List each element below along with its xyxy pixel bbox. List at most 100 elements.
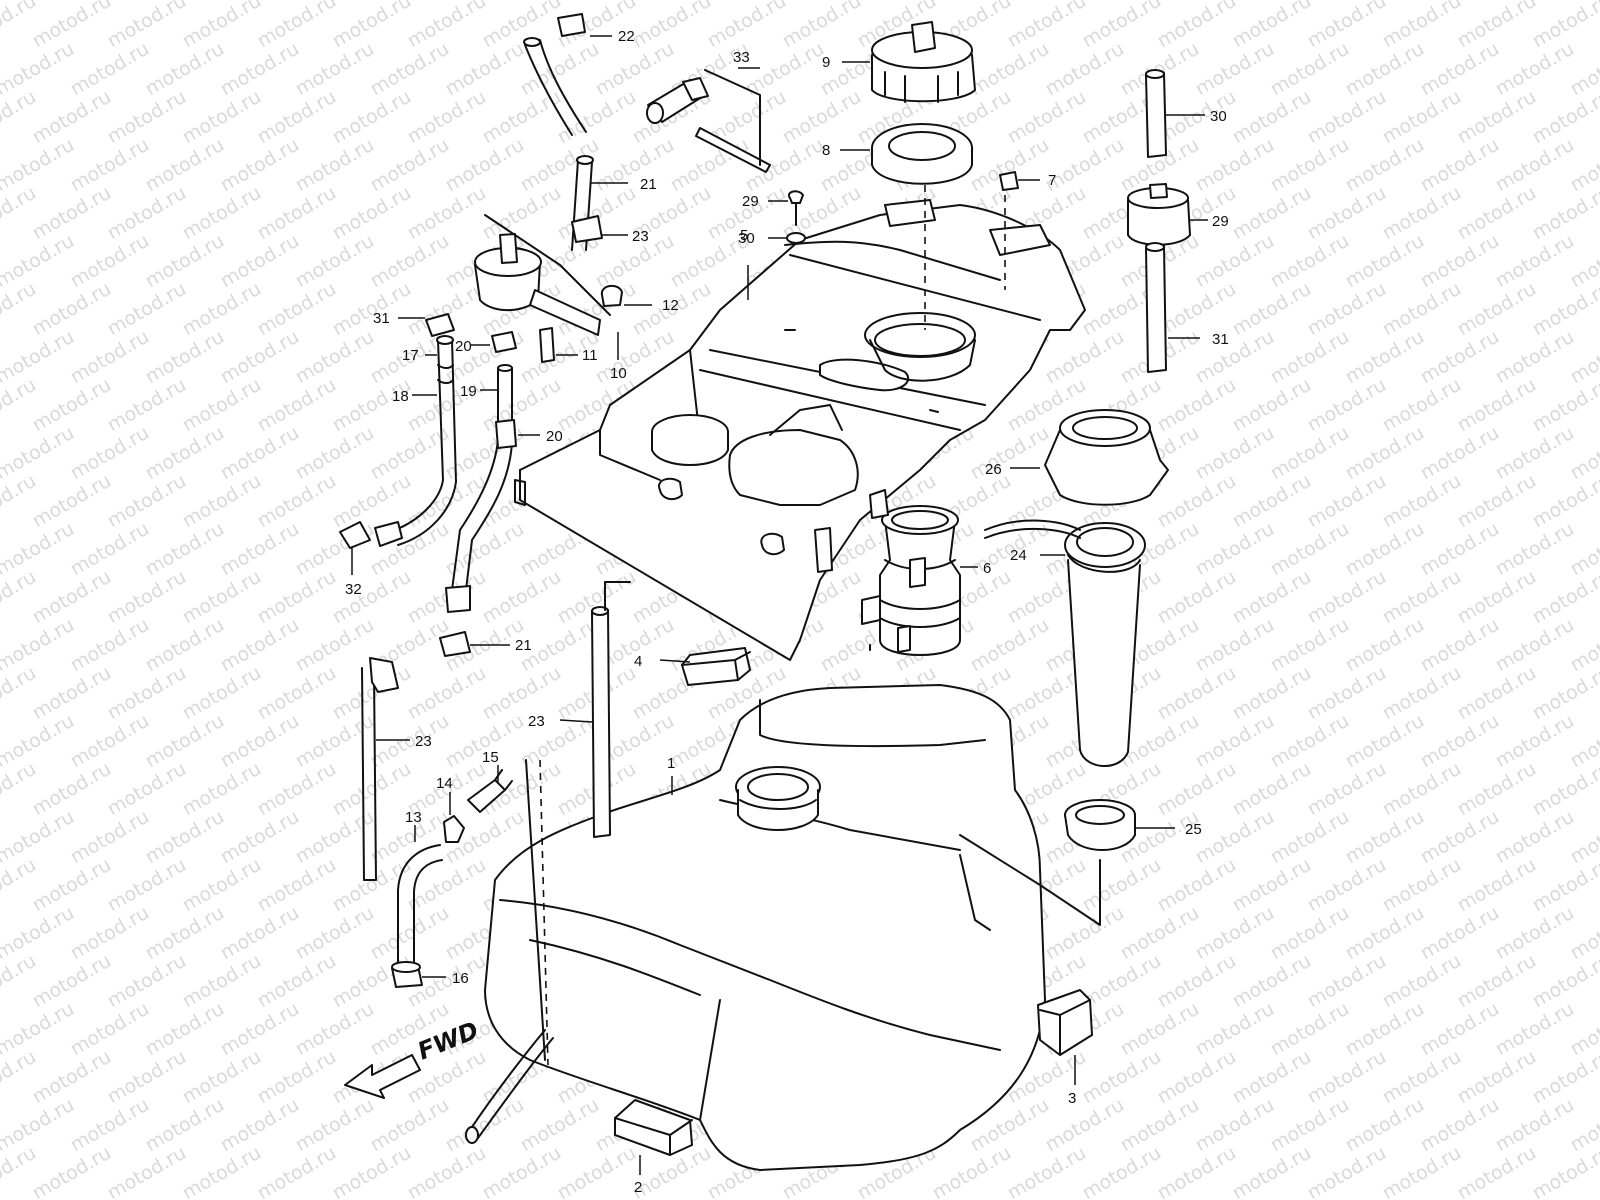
- watermark-text: motod.ru: [104, 1142, 190, 1200]
- watermark-text: motod.ru: [1304, 182, 1390, 245]
- watermark-text: motod.ru: [104, 278, 190, 341]
- watermark-text: motod.ru: [1379, 1142, 1465, 1200]
- watermark-text: motod.ru: [104, 662, 190, 725]
- callout-30-right: 30: [1210, 108, 1227, 125]
- watermark-text: motod.ru: [1417, 38, 1503, 101]
- watermark-text: motod.ru: [1154, 374, 1240, 437]
- hose-19-group: [439, 331, 517, 657]
- watermark-text: motod.ru: [104, 86, 190, 149]
- watermark-text: motod.ru: [1267, 134, 1353, 197]
- watermark-text: motod.ru: [292, 230, 378, 293]
- watermark-text: motod.ru: [67, 1094, 153, 1157]
- watermark-text: motod.ru: [179, 854, 265, 917]
- watermark-text: motod.ru: [217, 1094, 303, 1157]
- watermark-text: motod.ru: [1342, 422, 1428, 485]
- watermark-text: motod.ru: [217, 710, 303, 773]
- watermark-text: motod.ru: [179, 278, 265, 341]
- watermark-text: motod.ru: [254, 566, 340, 629]
- watermark-text: motod.ru: [1304, 0, 1390, 52]
- watermark-text: motod.ru: [479, 1142, 565, 1200]
- watermark-text: motod.ru: [179, 86, 265, 149]
- watermark-text: motod.ru: [217, 134, 303, 197]
- watermark-text: motod.ru: [1154, 950, 1240, 1013]
- watermark-text: motod.ru: [292, 710, 378, 773]
- watermark-text: motod.ru: [67, 230, 153, 293]
- watermark-text: motod.ru: [1417, 518, 1503, 581]
- watermark-text: motod.ru: [1192, 230, 1278, 293]
- watermark-text: motod.ru: [142, 614, 228, 677]
- watermark-text: motod.ru: [142, 1094, 228, 1157]
- watermark-text: motod.ru: [1529, 1142, 1600, 1200]
- watermark-text: motod.ru: [292, 806, 378, 869]
- grommet-27: [959, 799, 1136, 926]
- watermark-text: motod.ru: [1342, 518, 1428, 581]
- callout-2: 2: [634, 1179, 642, 1196]
- watermark-text: motod.ru: [329, 758, 415, 821]
- watermark-text: motod.ru: [1042, 326, 1128, 389]
- watermark-text: motod.ru: [1192, 38, 1278, 101]
- callout-33: 33: [733, 49, 750, 66]
- watermark-text: motod.ru: [142, 902, 228, 965]
- watermark-text: motod.ru: [329, 182, 415, 245]
- watermark-text: motod.ru: [179, 950, 265, 1013]
- watermark-text: motod.ru: [1267, 710, 1353, 773]
- watermark-text: motod.ru: [104, 566, 190, 629]
- callout-10: 10: [610, 365, 627, 382]
- watermark-text: motod.ru: [29, 1046, 115, 1109]
- callout-22: 21: [640, 176, 657, 193]
- watermark-text: motod.ru: [1192, 518, 1278, 581]
- watermark-text: motod.ru: [1417, 806, 1503, 869]
- watermark-text: motod.ru: [367, 710, 453, 773]
- watermark-text: motod.ru: [742, 38, 828, 101]
- watermark-text: motod.ru: [1379, 950, 1465, 1013]
- watermark-text: motod.ru: [217, 422, 303, 485]
- callout-30-left: 30: [738, 230, 755, 247]
- watermark-text: motod.ru: [1267, 902, 1353, 965]
- watermark-text: motod.ru: [1192, 134, 1278, 197]
- watermark-text: motod.ru: [292, 998, 378, 1061]
- callout-19: 19: [460, 383, 477, 400]
- watermark-text: motod.ru: [217, 998, 303, 1061]
- watermark-text: motod.ru: [254, 374, 340, 437]
- watermark-text: motod.ru: [1192, 710, 1278, 773]
- watermark-text: motod.ru: [1304, 1142, 1390, 1200]
- callout-21-lower: 21: [515, 637, 532, 654]
- watermark-text: motod.ru: [1154, 470, 1240, 533]
- watermark-text: motod.ru: [29, 950, 115, 1013]
- watermark-text: motod.ru: [329, 854, 415, 917]
- watermark-text: motod.ru: [1304, 566, 1390, 629]
- watermark-text: motod.ru: [29, 662, 115, 725]
- watermark-text: motod.ru: [1229, 854, 1315, 917]
- watermark-text: motod.ru: [442, 326, 528, 389]
- watermark-text: motod.ru: [1229, 86, 1315, 149]
- fitting-33: [646, 69, 771, 173]
- watermark-text: motod.ru: [479, 662, 565, 725]
- watermark-text: motod.ru: [517, 1094, 603, 1157]
- watermark-text: motod.ru: [1379, 182, 1465, 245]
- callout-8: 8: [822, 142, 830, 159]
- watermark-text: motod.ru: [292, 38, 378, 101]
- watermark-text: motod.ru: [254, 662, 340, 725]
- watermark-text: motod.ru: [1342, 710, 1428, 773]
- hose-13-group: [391, 759, 546, 1061]
- callout-28: 26: [985, 461, 1002, 478]
- watermark-text: motod.ru: [1454, 470, 1540, 533]
- watermark-text: motod.ru: [1267, 518, 1353, 581]
- watermark-text: motod.ru: [1267, 230, 1353, 293]
- watermark-text: motod.ru: [1342, 1094, 1428, 1157]
- watermark-text: motod.ru: [1229, 278, 1315, 341]
- callout-7: 7: [1048, 172, 1056, 189]
- watermark-text: motod.ru: [217, 806, 303, 869]
- watermark-text: motod.ru: [29, 470, 115, 533]
- watermark-text: motod.ru: [1342, 134, 1428, 197]
- callout-21-upper: 20: [455, 338, 472, 355]
- watermark-text: motod.ru: [254, 182, 340, 245]
- watermark-text: motod.ru: [1454, 1046, 1540, 1109]
- watermark-text: motod.ru: [142, 230, 228, 293]
- watermark-text: motod.ru: [1192, 806, 1278, 869]
- watermark-text: motod.ru: [254, 854, 340, 917]
- watermark-text: motod.ru: [142, 326, 228, 389]
- watermark-text: motod.ru: [1304, 950, 1390, 1013]
- watermark-text: motod.ru: [442, 38, 528, 101]
- watermark-text: motod.ru: [254, 86, 340, 149]
